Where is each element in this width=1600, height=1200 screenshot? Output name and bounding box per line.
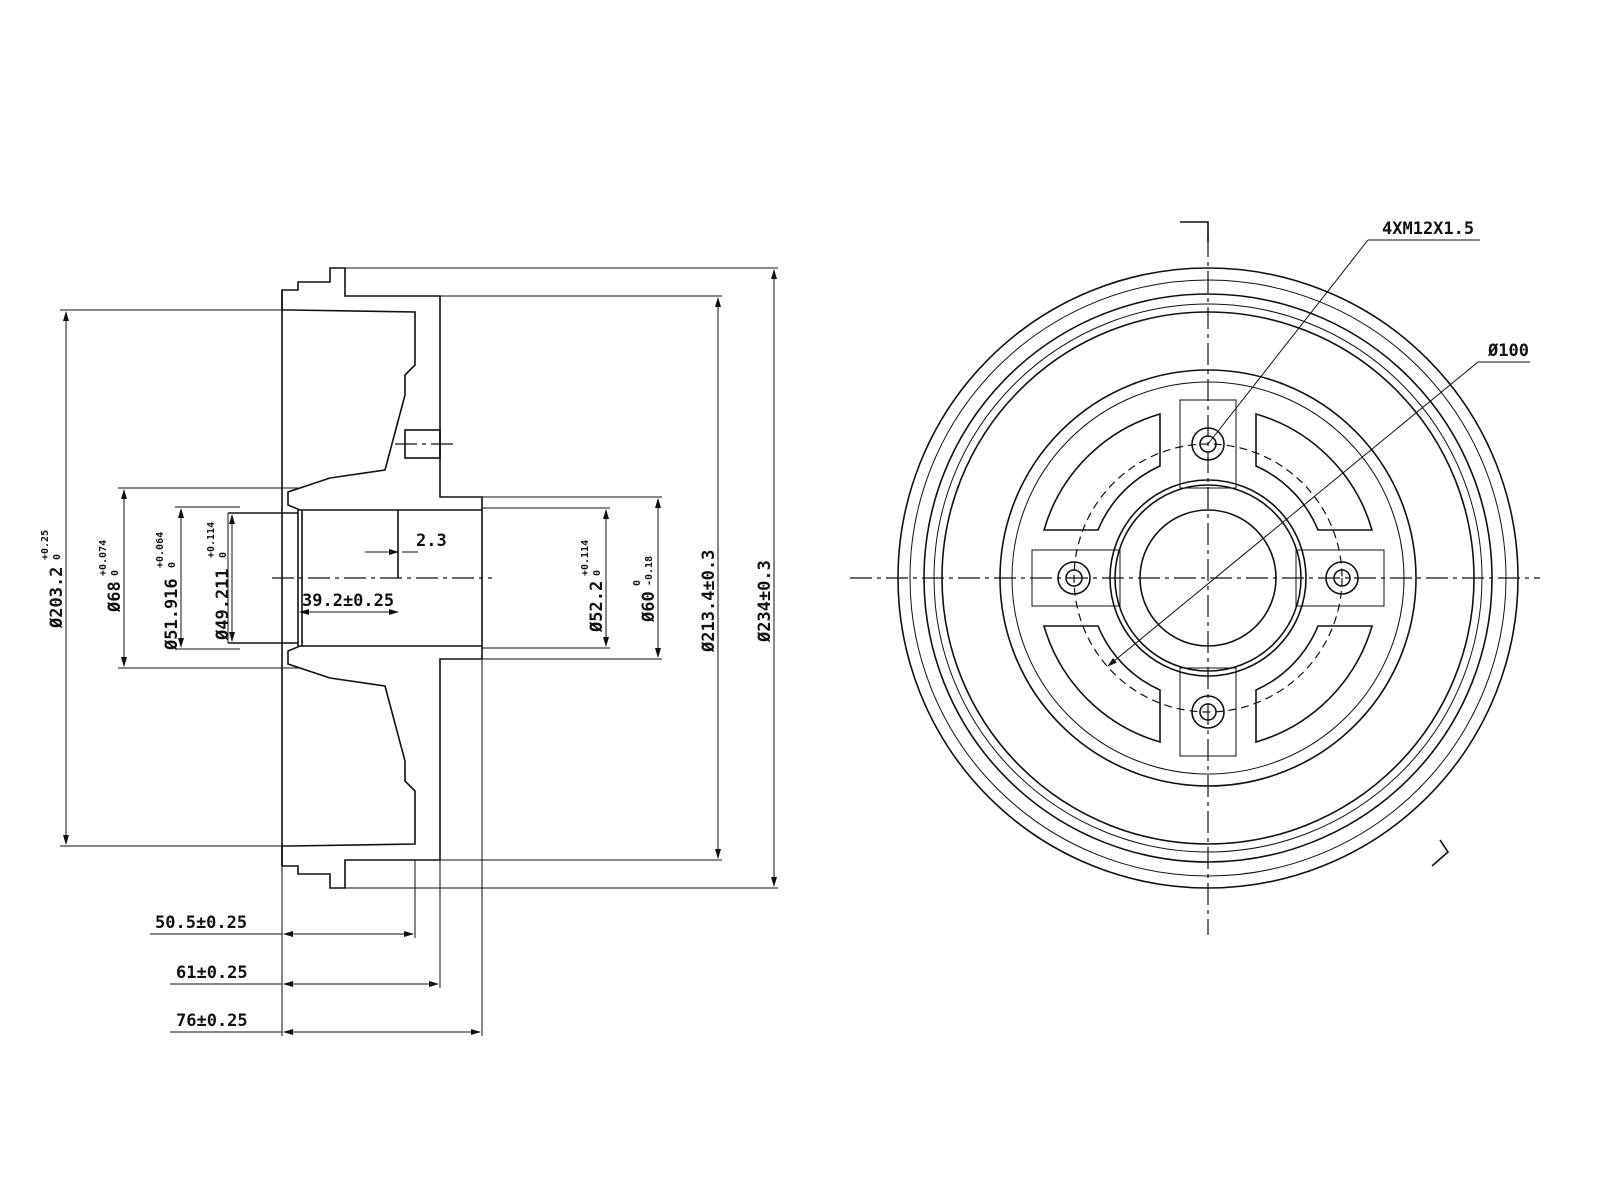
svg-text:+0.064: +0.064 [155,532,166,568]
svg-text:0: 0 [52,554,63,560]
dim-length-50: 50.5±0.25 [155,913,247,933]
svg-text:0: 0 [592,570,603,576]
section-view: Ø203.2 +0.25 0 Ø68 +0.074 0 Ø51.916 +0.0… [40,267,778,1036]
dim-d234: Ø234±0.3 [755,560,775,643]
dim-d68: Ø68 +0.074 0 [98,540,125,613]
svg-text:0: 0 [167,562,178,568]
svg-text:-0.18: -0.18 [644,556,655,586]
dim-d213: Ø213.4±0.3 [699,550,719,653]
dim-length-76: 76±0.25 [176,1011,248,1031]
dim-d52: Ø52.2 +0.114 0 [580,540,607,633]
svg-text:+0.114: +0.114 [580,540,591,576]
svg-text:Ø52.2: Ø52.2 [587,581,607,633]
dim-bore-depth: 39.2±0.25 [302,591,394,611]
svg-text:+0.25: +0.25 [40,530,51,560]
dim-d51916: Ø51.916 +0.064 0 [155,532,182,651]
spoke-windows [1042,412,1374,744]
dim-groove: 2.3 [416,531,447,551]
svg-text:Ø68: Ø68 [105,581,125,613]
svg-text:0: 0 [218,552,229,558]
svg-text:0: 0 [632,580,643,586]
section-bottom-half [281,645,483,889]
thread-leader [1207,239,1369,445]
dim-d60: Ø60 0 -0.18 [632,556,659,623]
svg-text:Ø49.211: Ø49.211 [213,568,233,641]
svg-text:Ø51.916: Ø51.916 [162,578,182,651]
section-marker-top [1180,221,1209,242]
svg-text:0: 0 [110,570,121,576]
bolt-circle-leader [1107,361,1479,667]
thread-callout: 4XM12X1.5 [1382,219,1474,239]
svg-text:+0.074: +0.074 [98,540,109,576]
svg-text:Ø60: Ø60 [639,591,659,623]
front-view: 4XM12X1.5 Ø100 [850,219,1540,935]
svg-text:Ø203.2: Ø203.2 [47,567,67,629]
section-marker-bottom [1431,839,1450,867]
dim-d49211: Ø49.211 +0.114 0 [206,522,233,641]
bolt-circle-label: Ø100 [1487,341,1529,361]
dim-d203: Ø203.2 +0.25 0 [40,530,67,629]
dim-length-61: 61±0.25 [176,963,248,983]
svg-text:+0.114: +0.114 [206,522,217,558]
section-top-half [281,267,483,511]
